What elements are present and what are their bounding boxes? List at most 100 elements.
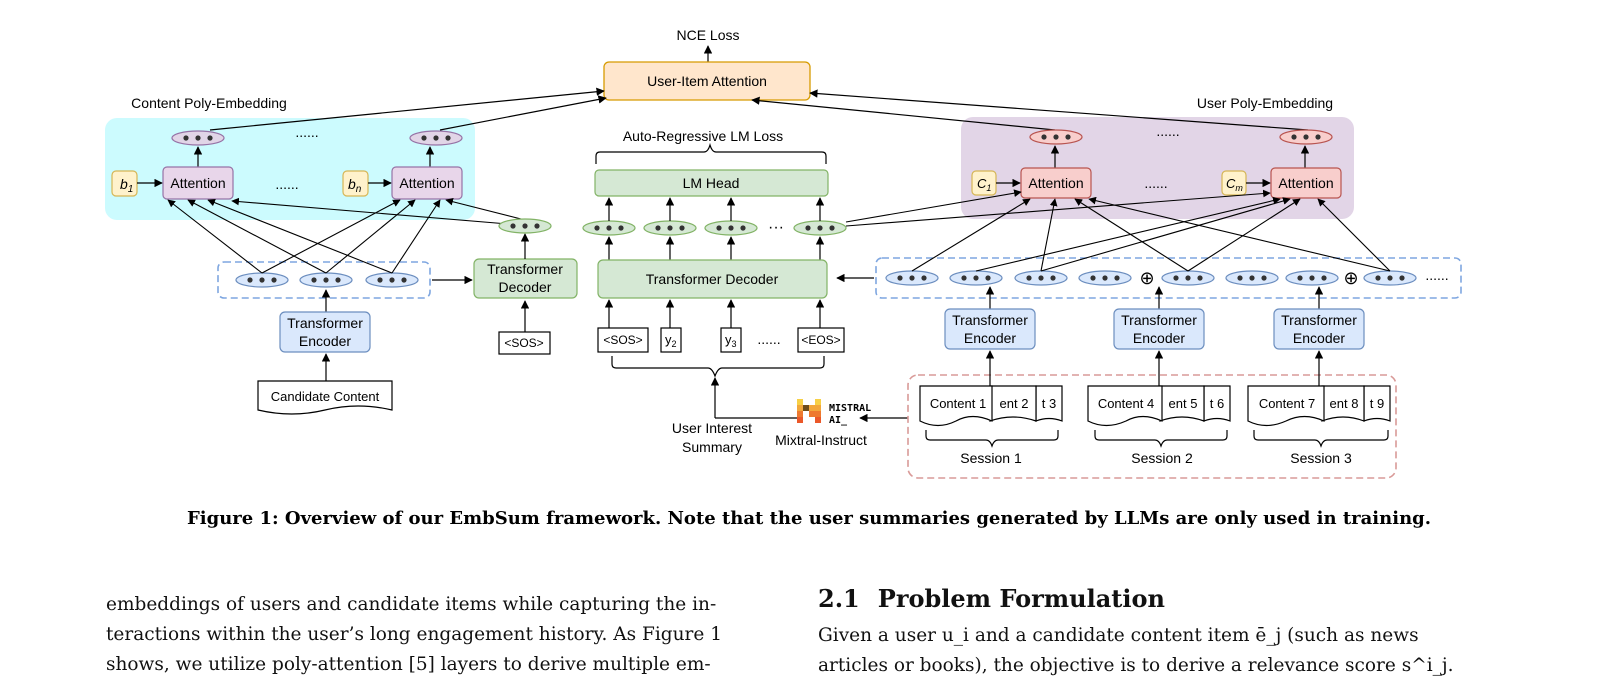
decoder-output-vector-2 (643, 220, 697, 236)
cm-sub: m (1235, 183, 1243, 193)
left-column-text: embeddings of users and candidate items … (106, 590, 766, 680)
session-2-label: Session 2 (1131, 450, 1193, 466)
user-token-vector-4 (1078, 270, 1132, 286)
lm-sos-label: <SOS> (603, 333, 642, 347)
content-encoder-label-1: Transformer (287, 315, 363, 331)
user-encoder-3-label-1: Transformer (1281, 312, 1357, 328)
content-encoder-label-2: Encoder (299, 333, 351, 349)
user-token-vector-3 (1014, 270, 1068, 286)
lm-sos-token (597, 327, 649, 353)
decoder-output-vector-last (793, 220, 847, 236)
section-title: Problem Formulation (877, 584, 1165, 613)
summary-brace (611, 356, 825, 378)
svg-text:Cm: Cm (1226, 176, 1243, 193)
mistral-logo (797, 399, 821, 423)
content-6-label: t 6 (1210, 396, 1224, 411)
content-encoder-output-group (217, 261, 431, 299)
content-token-vector-3 (365, 272, 419, 288)
y3-sub: 3 (732, 339, 737, 349)
lm-decoder-label: Transformer Decoder (646, 271, 779, 287)
user-poly-ellipsis: ...... (1156, 123, 1179, 139)
session-1-brace (925, 430, 1059, 448)
content-transformer-encoder (279, 311, 371, 353)
mistral-text-2: AI_ (829, 415, 848, 426)
user-encoder-3-label-2: Encoder (1293, 330, 1345, 346)
session-1-docs (919, 385, 1063, 427)
content-token-vector-1 (235, 272, 289, 288)
content-attention-label-n: Attention (399, 175, 454, 191)
content-7-label: Content 7 (1259, 396, 1315, 411)
session-2-brace (1094, 430, 1228, 448)
bn-sub: n (356, 184, 362, 195)
session-3-label: Session 3 (1290, 450, 1352, 466)
user-interest-label-1: User Interest (672, 420, 752, 436)
content-attention-ellipsis: ...... (275, 176, 298, 192)
user-transformer-encoder-1 (944, 308, 1036, 350)
y3-token (720, 327, 742, 353)
content-decoder-output-vector (498, 218, 552, 234)
svg-text:y2: y2 (665, 332, 677, 349)
b1-label: b (120, 176, 128, 192)
candidate-content-label: Candidate Content (271, 389, 380, 404)
content-decoder-label-2: Decoder (499, 279, 552, 295)
content-2-label: ent 2 (1000, 396, 1029, 411)
mixtral-instruct-label: Mixtral-Instruct (775, 432, 867, 448)
user-token-ellipsis: ...... (1425, 267, 1448, 283)
user-poly-embedding-label: User Poly-Embedding (1197, 95, 1333, 111)
user-item-attention-box (603, 61, 811, 101)
svg-text:bn: bn (348, 176, 362, 195)
bn-label: b (348, 176, 356, 192)
user-transformer-encoder-3 (1273, 308, 1365, 350)
user-poly-vector-1 (1029, 129, 1083, 145)
b1-sub: 1 (128, 184, 134, 195)
left-line-1: embeddings of users and candidate items … (106, 594, 717, 615)
user-token-vector-1 (885, 270, 939, 286)
oplus-symbol-1: ⊕ (1139, 268, 1154, 288)
content-1-label: Content 1 (930, 396, 986, 411)
user-poly-vector-m (1279, 129, 1333, 145)
embsum-framework-figure: NCE Loss User-Item Attention Content Pol… (105, 27, 1462, 479)
decoder-output-vector-3 (704, 220, 758, 236)
user-attention-label-m: Attention (1278, 175, 1333, 191)
left-line-2: teractions within the user’s long engage… (106, 624, 722, 645)
lm-head-label: LM Head (683, 175, 740, 191)
user-item-attention-label: User-Item Attention (647, 73, 767, 89)
user-token-vector-2 (949, 270, 1003, 286)
y2-token (660, 327, 682, 353)
y2-label: y (665, 332, 672, 347)
lm-loss-brace (595, 142, 827, 164)
user-attention-label-1: Attention (1028, 175, 1083, 191)
oplus-symbol-2: ⊕ (1343, 268, 1358, 288)
session-2-docs (1087, 385, 1231, 427)
y2-sub: 2 (672, 339, 677, 349)
figure-caption: Figure 1: Overview of our EmbSum framewo… (186, 508, 1432, 529)
user-encoder-2-label-2: Encoder (1133, 330, 1185, 346)
session-1-label: Session 1 (960, 450, 1022, 466)
content-poly-vector-1 (171, 130, 225, 146)
user-encoder-1-label-2: Encoder (964, 330, 1016, 346)
content-decoder-label-1: Transformer (487, 261, 563, 277)
eos-token (797, 327, 845, 353)
content-poly-ellipsis: ...... (295, 124, 318, 140)
user-token-vector-6 (1225, 270, 1279, 286)
user-encoder-1-label-1: Transformer (952, 312, 1028, 328)
user-transformer-encoder-2 (1113, 308, 1205, 350)
user-interest-label-2: Summary (682, 439, 742, 455)
svg-text:b1: b1 (120, 176, 133, 195)
user-token-vector-8 (1363, 270, 1417, 286)
content-attention-label-1: Attention (170, 175, 225, 191)
session-3-brace (1253, 430, 1389, 448)
nce-loss-label: NCE Loss (676, 27, 739, 43)
c1-label: C (977, 176, 987, 191)
ar-lm-loss-label: Auto-Regressive LM Loss (623, 128, 783, 144)
user-encoder-2-label-1: Transformer (1121, 312, 1197, 328)
section-paragraph: Given a user u_i and a candidate content… (818, 621, 1478, 681)
cm-label: C (1226, 176, 1236, 191)
content-sos-token (498, 331, 551, 355)
lm-head-box (594, 169, 829, 197)
content-poly-vector-n (409, 130, 463, 146)
user-attention-box-m (1270, 167, 1342, 199)
c1-sub: 1 (986, 183, 991, 193)
decoder-output-vector-1 (582, 220, 636, 236)
